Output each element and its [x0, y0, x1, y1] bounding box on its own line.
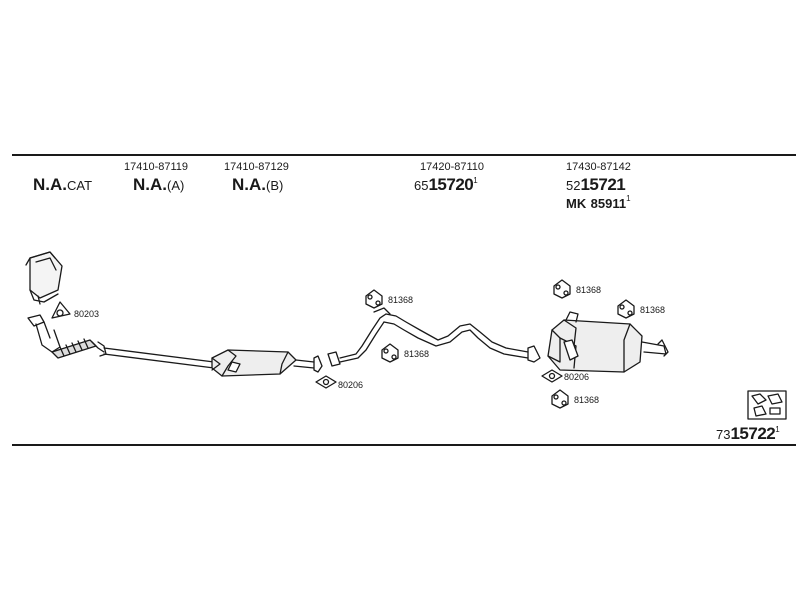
rubber-hanger-1-icon	[365, 289, 383, 309]
label-gasket-80206-rear: 80206	[564, 372, 589, 382]
center-resonator	[211, 349, 323, 377]
rear-muffler	[547, 311, 669, 373]
mk-prefix: MK	[566, 196, 587, 211]
gasket-80206-rear-icon	[541, 369, 563, 383]
rubber-hanger-4-icon	[617, 299, 635, 319]
part-number-a: 17410-87119	[124, 161, 189, 173]
label-gasket-80203: 80203	[74, 309, 99, 319]
mk-number-d: MK 859111	[566, 195, 631, 212]
part-number-d: 17430-87142	[566, 161, 631, 173]
label-hanger-2: 81368	[404, 349, 429, 359]
ref-number-d: 5215721	[566, 175, 626, 194]
label-hanger-5: 81368	[574, 395, 599, 405]
gasket-80203-icon	[51, 301, 71, 319]
variant-a-suffix: (A)	[167, 178, 185, 193]
intermediate-pipe	[327, 307, 541, 367]
kit-prefix: 73	[716, 427, 731, 442]
kit-main-number: 15722	[730, 424, 776, 443]
front-pipe	[27, 314, 215, 369]
gasket-80206-mid-icon	[315, 375, 337, 389]
ref-c-number: 15720	[428, 175, 474, 194]
mk-sup: 1	[626, 194, 631, 203]
ref-c-sup: 1	[473, 176, 478, 185]
part-number-b: 17410-87129	[224, 161, 289, 173]
variant-b-suffix: (B)	[266, 178, 284, 193]
variant-a-main: N.A.	[133, 175, 167, 194]
bottom-rule	[12, 444, 796, 446]
na-cat-main: N.A.	[33, 175, 67, 194]
kit-number: 73157221	[716, 425, 780, 443]
rubber-hanger-3-icon	[553, 279, 571, 299]
variant-a-label: N.A.(A)	[133, 176, 184, 194]
na-cat-suffix: CAT	[67, 178, 93, 193]
rubber-hanger-5-icon	[551, 389, 569, 409]
variant-b-label: N.A.(B)	[232, 176, 283, 194]
rubber-hanger-2-icon	[381, 343, 399, 363]
ref-d-prefix: 52	[566, 178, 581, 193]
kit-sup: 1	[775, 425, 780, 434]
label-hanger-3: 81368	[576, 285, 601, 295]
mounting-kit-icon	[747, 390, 787, 420]
label-gasket-80206-mid: 80206	[338, 380, 363, 390]
ref-number-c: 65157201	[414, 176, 478, 194]
catalytic-converter	[25, 251, 63, 305]
mk-number: 85911	[590, 196, 627, 211]
ref-c-prefix: 65	[414, 178, 429, 193]
ref-d-number: 15721	[580, 175, 626, 194]
na-cat-label: N.A.CAT	[33, 176, 92, 194]
top-rule	[12, 154, 796, 156]
label-hanger-1: 81368	[388, 295, 413, 305]
part-number-c: 17420-87110	[420, 161, 485, 173]
variant-b-main: N.A.	[232, 175, 266, 194]
label-hanger-4: 81368	[640, 305, 665, 315]
